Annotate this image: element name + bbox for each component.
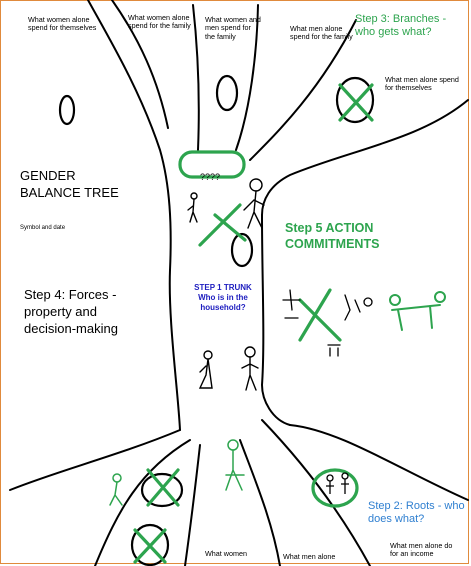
root-label-men: What men alone — [283, 552, 336, 561]
figure-head-4 — [190, 192, 198, 200]
root-line-left-lower — [94, 439, 191, 566]
trunk-left-edge — [168, 269, 181, 431]
root-sketch-person-2 — [227, 439, 239, 451]
trunk-right-edge — [260, 214, 291, 426]
root-label-men-income: What men alone do for an income — [390, 541, 453, 559]
figure-body-3 — [198, 358, 213, 389]
branch-label-men-family: What men alone spend for the family — [290, 24, 353, 42]
root-sketch-person-3 — [326, 474, 334, 482]
root-sketch-body-2 — [225, 449, 245, 491]
branch-label-women-men-family: What women and men spend for the family — [205, 15, 261, 41]
branch-line-left-inner — [111, 0, 169, 129]
step1-label: STEP 1 TRUNK Who is in the household? — [194, 283, 252, 312]
figure-head-3 — [203, 350, 213, 360]
action-table-person-a — [389, 294, 401, 306]
diagram-title: GENDER BALANCE TREE — [20, 168, 119, 200]
root-line-right-upper — [289, 424, 469, 501]
action-table-person-b — [434, 291, 446, 303]
symbol-green-box — [178, 150, 246, 179]
action-table — [391, 304, 441, 331]
branch-label-women-self: What women alone spend for themselves — [28, 15, 97, 33]
root-sketch-person-1 — [112, 473, 122, 483]
figure-body-4 — [187, 198, 198, 223]
green-circle-root — [311, 468, 359, 508]
oval-center-branch — [215, 74, 239, 112]
action-sketch-2 — [344, 294, 361, 321]
action-sketch-1 — [282, 289, 301, 319]
root-sketch-body-4 — [341, 479, 349, 494]
branch-line-center-left — [192, 4, 200, 151]
root-label-women: What women — [205, 549, 247, 558]
step4-label: Step 4: Forces - property and decision-m… — [24, 287, 118, 336]
root-line-left-upper — [9, 429, 181, 491]
oval-right-branch — [335, 76, 375, 124]
cross-trunk — [198, 203, 247, 247]
step5-label: Step 5 ACTION COMMITMENTS — [285, 221, 380, 252]
branch-line-center-right — [235, 4, 259, 151]
root-sketch-body-3 — [326, 481, 334, 494]
action-sketch-4 — [327, 344, 341, 357]
oval-left-branch — [58, 94, 76, 126]
branch-line-left-outer — [87, 0, 172, 271]
branch-label-women-family: What women alone spend for the family — [128, 13, 191, 31]
oval-root-left — [140, 472, 184, 508]
root-sketch-person-4 — [341, 472, 349, 480]
oval-root-bottom — [130, 523, 170, 566]
figure-head-2 — [244, 346, 256, 358]
branch-line-right-lower — [261, 99, 469, 216]
title-subtext: Symbol and date — [20, 225, 66, 231]
cross-root-2 — [133, 528, 167, 564]
branch-line-right-upper — [249, 19, 357, 161]
figure-body-1 — [243, 190, 265, 229]
root-line-center-left — [184, 444, 201, 566]
branch-label-men-self: What men alone spend for themselves — [385, 75, 459, 93]
question-marks: ???? — [200, 172, 221, 182]
step3-label: Step 3: Branches - who gets what? — [355, 13, 447, 39]
cross-action-left — [298, 288, 342, 342]
root-line-right-lower — [261, 419, 371, 566]
oval-trunk — [230, 232, 254, 268]
action-sketch-3 — [363, 297, 373, 307]
step2-label: Step 2: Roots - who does what? — [368, 500, 465, 526]
cross-right-branch — [338, 83, 374, 122]
root-sketch-body-1 — [109, 481, 123, 506]
figure-body-2 — [241, 356, 259, 391]
root-line-center — [239, 439, 281, 566]
cross-root-1 — [146, 468, 180, 507]
